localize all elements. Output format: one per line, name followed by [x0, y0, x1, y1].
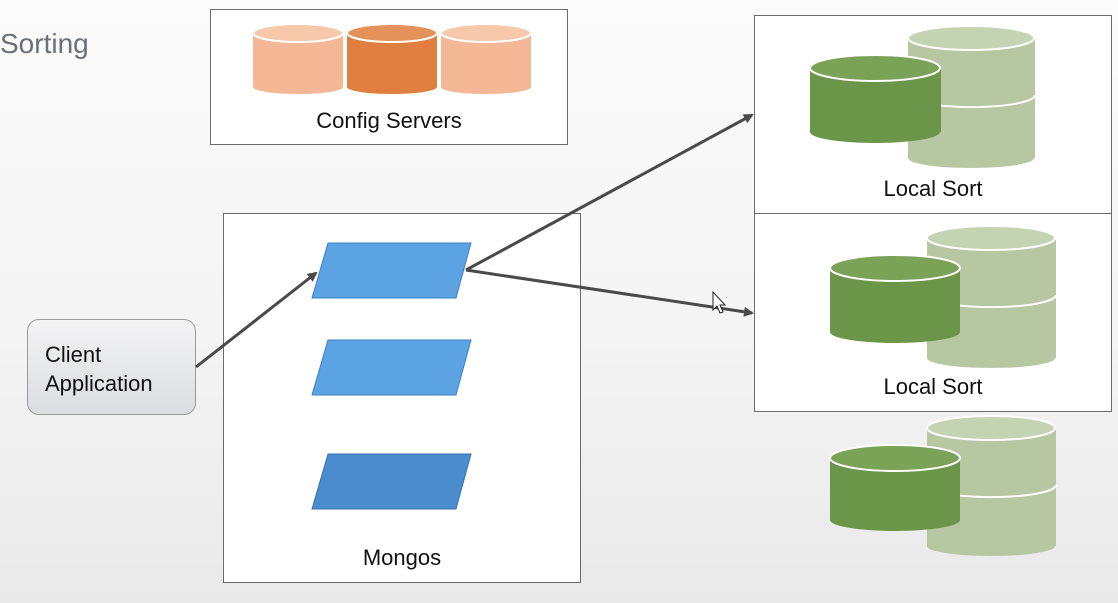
arrow-mongos-to-shard-2	[465, 268, 754, 317]
arrow-client-to-mongos	[195, 271, 318, 369]
config-server-icon-3	[440, 23, 532, 94]
shard-2-dark-cylinder-icon	[829, 254, 961, 343]
mongos-router-icon-1	[311, 242, 472, 299]
config-server-icon-1	[252, 23, 344, 94]
client-label-line1: Client	[45, 342, 102, 367]
shard-2-label: Local Sort	[883, 374, 983, 399]
client-application: Client Application	[27, 319, 196, 415]
config-server-icon-2	[346, 23, 438, 94]
slide-title: Sorting	[0, 28, 89, 59]
config-servers-label: Config Servers	[316, 108, 462, 133]
client-label-line2: Application	[45, 371, 153, 396]
shard-3-dark-cylinder-icon	[829, 444, 961, 531]
arrow-mongos-to-shard-1	[465, 113, 754, 272]
mouse-cursor-icon	[712, 290, 727, 314]
mongos-router-icon-2	[311, 339, 472, 396]
mongos-router-icon-3	[311, 453, 472, 510]
mongos-label: Mongos	[362, 545, 442, 570]
shard-1-label: Local Sort	[883, 176, 983, 201]
shard-1-dark-cylinder-icon	[809, 54, 941, 143]
